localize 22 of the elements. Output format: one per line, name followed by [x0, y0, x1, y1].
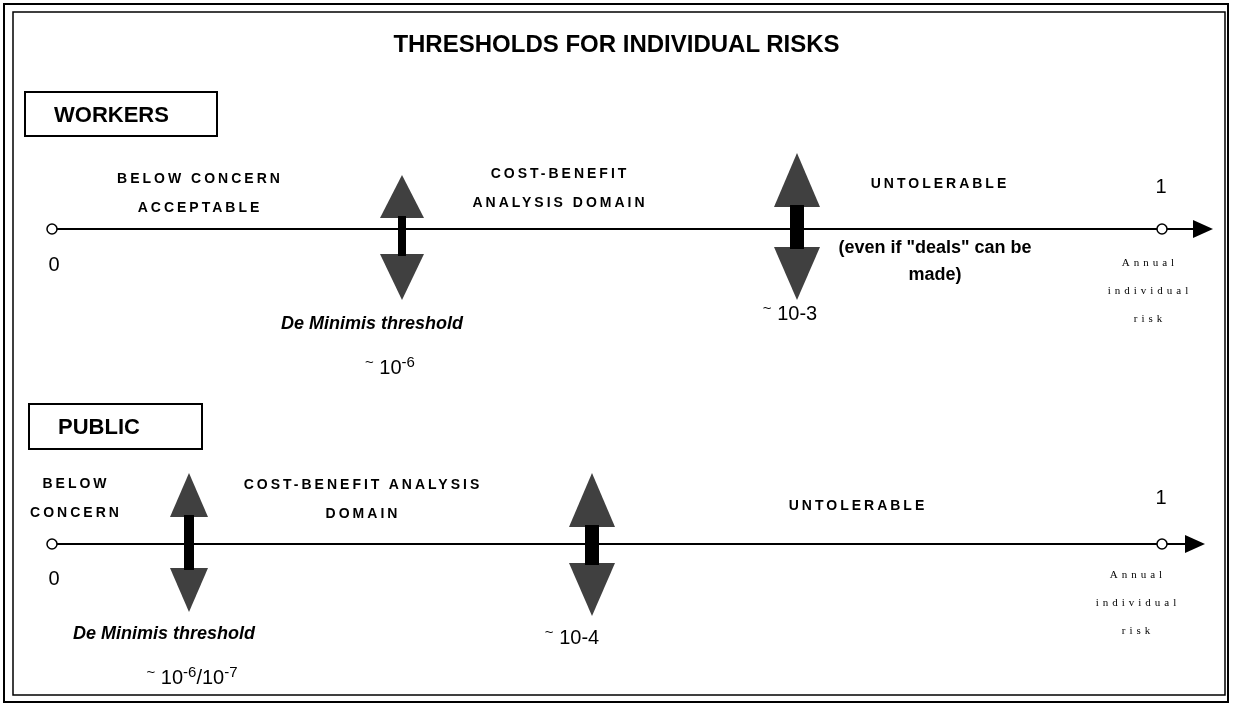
threshold-label: De Minimis threshold [72, 622, 257, 644]
section-box: PUBLIC [28, 403, 203, 450]
scale-value: 0 [47, 252, 61, 276]
axis-label: Annual individual risk [1094, 567, 1182, 638]
threshold-value: $^{~}$ 10$^{-6}$/10$^{-7}$ [145, 665, 239, 689]
scale-value: 1 [1154, 174, 1168, 198]
scale-value: 1 [1154, 485, 1168, 509]
note-text: (even if "deals" can be made) [837, 236, 1033, 286]
threshold-label: De Minimis threshold [280, 312, 465, 334]
zone-label: COST-BENEFIT ANALYSIS DOMAIN [243, 475, 483, 523]
zone-label: COST-BENEFIT ANALYSIS DOMAIN [471, 164, 649, 212]
threshold-value: $^{~}$ 10-4 [543, 625, 601, 649]
scale-value: 0 [47, 566, 61, 590]
zone-label: UNTOLERABLE [787, 495, 929, 515]
threshold-value: $^{~}$ 10$^{-6}$ [364, 355, 416, 379]
zone-label: BELOW CONCERN ACCEPTABLE [116, 169, 284, 217]
diagram-title: THRESHOLDS FOR INDIVIDUAL RISKS [392, 29, 841, 59]
threshold-value: $^{~}$ 10-3 [761, 301, 819, 325]
zone-label: BELOW CONCERN [29, 474, 123, 522]
axis-label: Annual individual risk [1106, 255, 1194, 326]
zone-label: UNTOLERABLE [869, 173, 1011, 193]
section-box: WORKERS [24, 91, 218, 137]
